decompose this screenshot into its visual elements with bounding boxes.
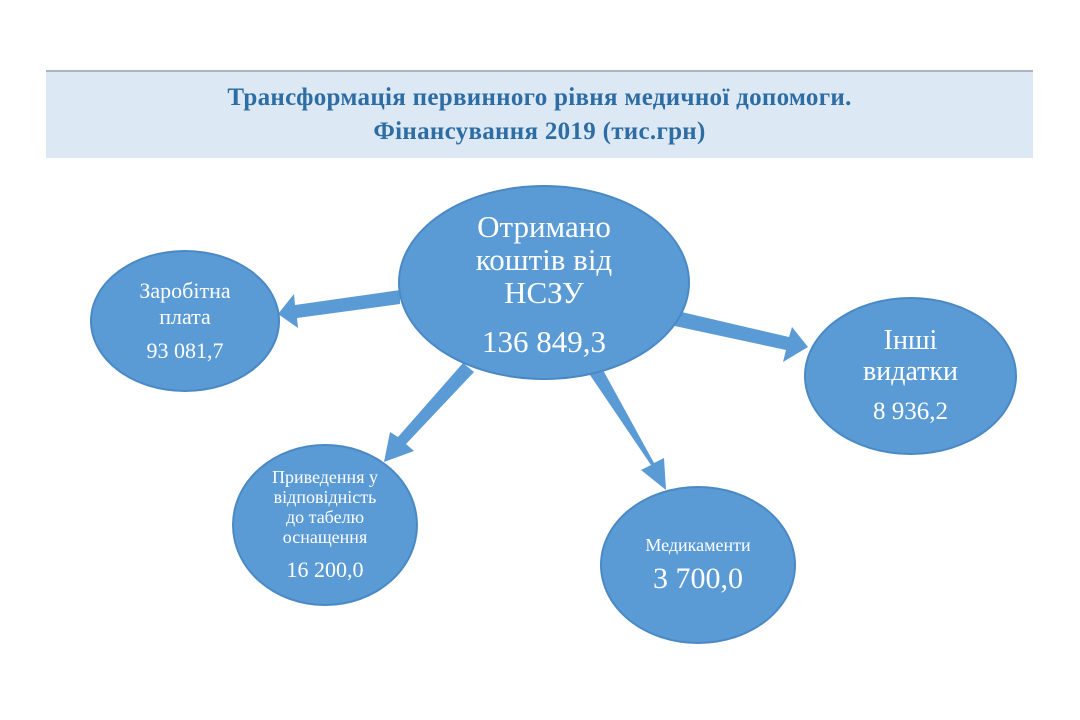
center-value: 136 849,3 xyxy=(482,323,606,359)
diagram-title: Трансформація первинного рівня медичної … xyxy=(46,70,1033,158)
salary-label-2: плата xyxy=(159,304,211,329)
equipment-label-2: відповідність xyxy=(273,487,377,507)
node-other-expenses: Інші видатки 8 936,2 xyxy=(804,297,1017,455)
equipment-label-1: Приведення у xyxy=(272,467,378,487)
other-label-2: видатки xyxy=(863,356,958,387)
center-label-3: НСЗУ xyxy=(504,274,584,310)
other-label-1: Інші xyxy=(883,325,938,356)
equipment-value: 16 200,0 xyxy=(286,557,364,582)
title-line-2: Фінансування 2019 (тис.грн) xyxy=(373,118,706,145)
medicines-label-1: Медикаменти xyxy=(645,535,751,555)
title-line-1: Трансформація первинного рівня медичної … xyxy=(227,84,852,111)
salary-value: 93 081,7 xyxy=(146,338,224,363)
arrow-to-other xyxy=(670,310,808,362)
center-label-2: коштів від xyxy=(475,241,613,277)
arrow-to-salary xyxy=(278,290,400,328)
center-label-1: Отримано xyxy=(477,208,611,244)
node-medicines: Медикаменти 3 700,0 xyxy=(600,486,796,644)
node-equipment: Приведення у відповідність до табелю осн… xyxy=(232,444,418,606)
equipment-label-4: оснащення xyxy=(282,527,368,547)
node-received-funds: Отримано коштів від НСЗУ 136 849,3 xyxy=(398,185,690,380)
other-value: 8 936,2 xyxy=(873,398,948,425)
equipment-label-3: до табелю xyxy=(285,507,365,527)
salary-label-1: Заробітна xyxy=(139,278,231,303)
arrow-to-medicines xyxy=(590,370,666,490)
arrow-to-equipment xyxy=(384,363,474,462)
node-salary: Заробітна плата 93 081,7 xyxy=(90,250,280,392)
medicines-value: 3 700,0 xyxy=(653,562,743,595)
